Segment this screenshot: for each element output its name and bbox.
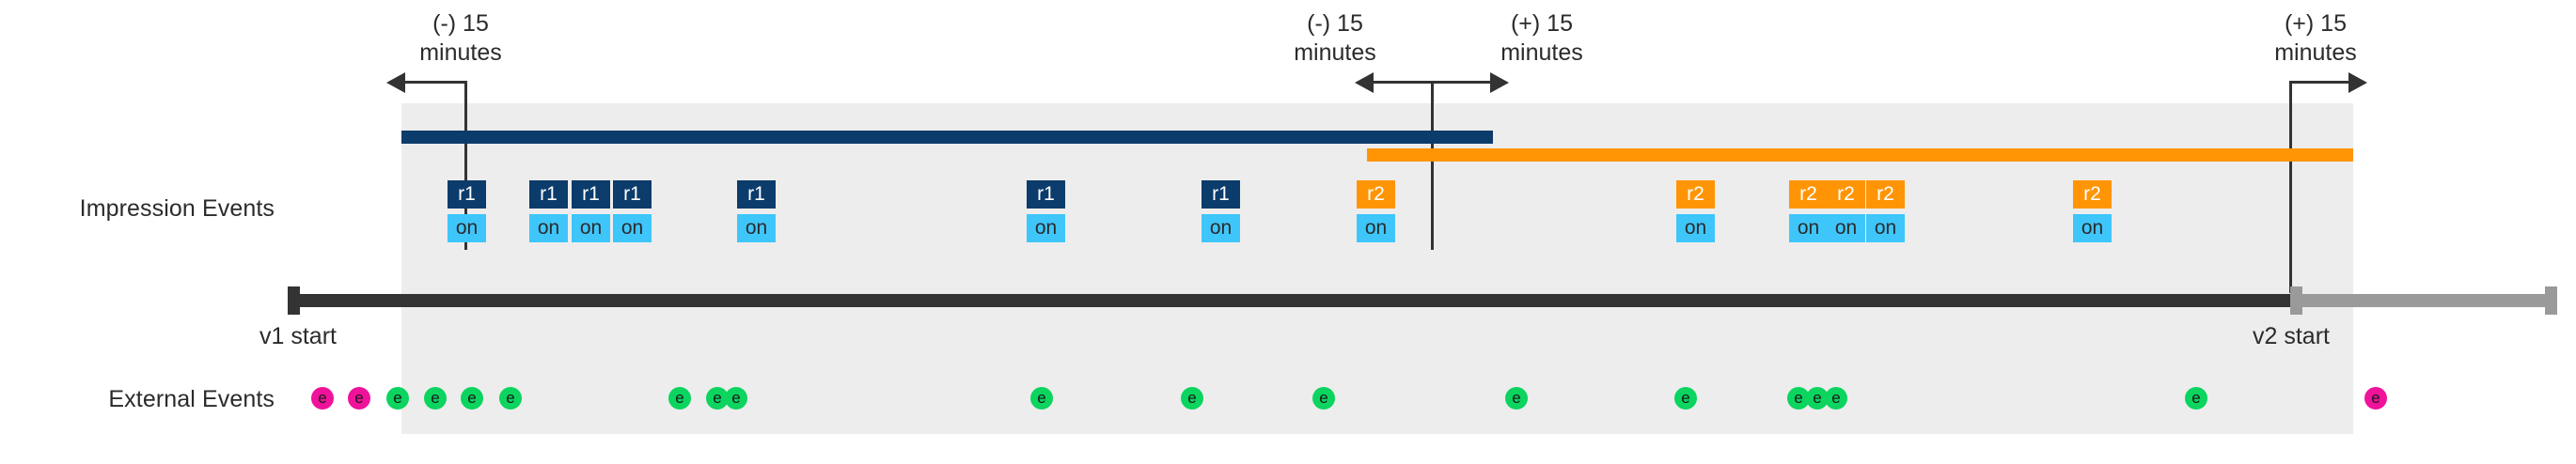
impression-chip-state: on [1027, 214, 1065, 242]
v2-start-label: v2 start [2253, 323, 2330, 349]
impression-chip-version: r1 [737, 180, 776, 209]
external-event-dot: e [348, 387, 370, 410]
impression-chip-version: r2 [1827, 180, 1865, 209]
external-event-dot: e [311, 387, 334, 410]
impression-chip-state: on [1789, 214, 1828, 242]
impression-events-row-label: Impression Events [79, 195, 275, 222]
external-event-dot: e [2364, 387, 2387, 410]
callout-plus-15-center: (+) 15 minutes [1429, 9, 1655, 68]
callout-line-2: minutes [1294, 39, 1376, 66]
impression-chip-version: r1 [613, 180, 652, 209]
v2-end-cap [2545, 286, 2557, 315]
impression-chip-state: on [1676, 214, 1715, 242]
callout-line-2: minutes [419, 39, 502, 66]
callout-line-1: (+) 15 [1510, 10, 1573, 37]
callout-minus-15-left: (-) 15 minutes [348, 9, 573, 68]
external-event-dot: e [668, 387, 691, 410]
impression-chip-version: r1 [572, 180, 610, 209]
callout-1-arrow-left-icon [386, 72, 405, 93]
impression-chip-version: r2 [1866, 180, 1905, 209]
impression-chip-state: on [1827, 214, 1865, 242]
external-event-dot: e [1181, 387, 1203, 410]
external-events-row-label: External Events [108, 386, 275, 412]
external-event-dot: e [725, 387, 747, 410]
impression-chip-version: r2 [1789, 180, 1828, 209]
impression-chip-state: on [448, 214, 486, 242]
v2-axis-segment [2290, 294, 2557, 307]
impression-chip-version: r1 [529, 180, 568, 209]
impression-chip-version: r2 [2073, 180, 2112, 209]
impression-chip-state: on [2073, 214, 2112, 242]
impression-chip-state: on [572, 214, 610, 242]
external-event-dot: e [424, 387, 447, 410]
callout-3-arrow-right-icon [1490, 72, 1509, 93]
external-event-dot: e [1312, 387, 1335, 410]
v1-start-label: v1 start [259, 323, 337, 349]
impression-chip-version: r2 [1676, 180, 1715, 209]
callout-4-arrow-right-icon [2348, 72, 2367, 93]
callout-plus-15-right: (+) 15 minutes [2203, 9, 2428, 68]
callout-2-arrow-left-icon [1355, 72, 1374, 93]
attribution-window-shade-lower [401, 249, 2353, 434]
external-event-dot: e [1825, 387, 1847, 410]
impression-chip-state: on [613, 214, 652, 242]
callout-line-2: minutes [1500, 39, 1583, 66]
impression-chip-version: r1 [1027, 180, 1065, 209]
callout-2-lead-line [1374, 81, 1434, 84]
version-bar-r1 [401, 131, 1493, 144]
impression-chip-state: on [529, 214, 568, 242]
external-event-dot: e [1674, 387, 1697, 410]
external-event-dot: e [1505, 387, 1528, 410]
callout-line-1: (-) 15 [432, 10, 489, 37]
impression-chip-version: r1 [1202, 180, 1240, 209]
impression-chip-version: r1 [448, 180, 486, 209]
external-event-dot: e [1030, 387, 1053, 410]
callout-line-1: (-) 15 [1307, 10, 1363, 37]
callout-4-lead-line [2290, 81, 2350, 84]
callout-minus-15-center: (-) 15 minutes [1222, 9, 1448, 68]
version-bar-r2 [1367, 148, 2353, 162]
impression-chip-state: on [737, 214, 776, 242]
external-event-dot: e [499, 387, 522, 410]
impression-chip-version: r2 [1357, 180, 1395, 209]
callout-1-lead-line [405, 81, 467, 84]
callout-line-2: minutes [2274, 39, 2357, 66]
external-event-dot: e [386, 387, 409, 410]
callout-center-tick [1431, 81, 1434, 250]
callout-3-lead-line [1432, 81, 1492, 84]
v1-axis-segment [288, 294, 2290, 307]
impression-chip-state: on [1866, 214, 1905, 242]
callout-4-tick [2289, 81, 2292, 293]
external-event-dot: e [461, 387, 483, 410]
impression-chip-state: on [1357, 214, 1395, 242]
external-event-dot: e [2185, 387, 2207, 410]
callout-1-tick [464, 81, 467, 250]
impression-chip-state: on [1202, 214, 1240, 242]
callout-line-1: (+) 15 [2284, 10, 2347, 37]
